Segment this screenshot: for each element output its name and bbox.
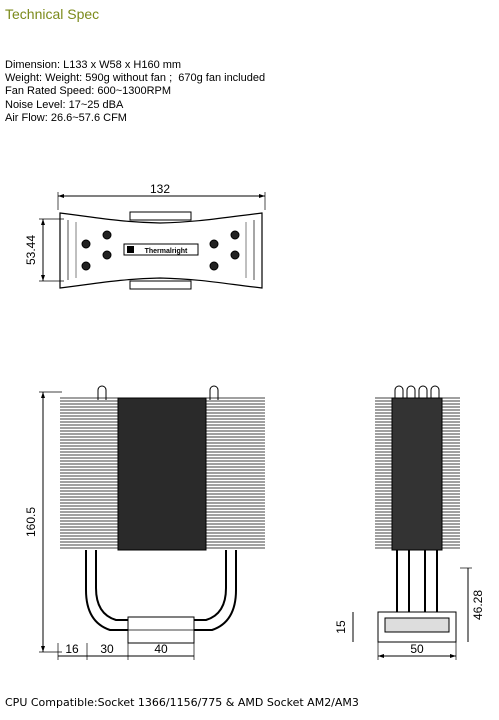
heatpipe-cap — [81, 261, 91, 271]
side-dim-46-28: 46.28 — [471, 590, 485, 620]
logo-mark — [127, 246, 134, 253]
dim-arrow — [41, 646, 45, 652]
heatpipe-cap — [209, 261, 219, 271]
heatpipe-cap — [230, 230, 240, 240]
dim-arrow — [259, 194, 265, 198]
side-view — [352, 385, 472, 660]
front-height-label: 160.5 — [24, 507, 38, 537]
heatpipe-leg — [85, 550, 128, 631]
dim-arrow — [450, 654, 456, 658]
heatpipe-top — [430, 385, 440, 398]
top-height-label: 53.44 — [24, 235, 38, 265]
cpu-compatibility: CPU Compatible:Socket 1366/1156/775 & AM… — [5, 696, 359, 709]
brand-logo: Thermalright — [145, 248, 188, 255]
front-view — [39, 385, 265, 660]
dim-arrow — [378, 654, 384, 658]
side-dim-15: 15 — [334, 620, 348, 634]
bottom-clip — [129, 280, 192, 290]
heatpipe-top — [97, 385, 107, 400]
heatpipe-cap — [209, 239, 219, 249]
top-body — [59, 212, 263, 289]
heatpipe-top — [394, 385, 404, 398]
spec-list: Dimension: L133 x W58 x H160 mm Weight: … — [5, 59, 265, 125]
heatpipe-leg — [194, 550, 237, 631]
front-dim-30: 30 — [100, 642, 114, 656]
top-view — [39, 192, 266, 290]
heatpipe-cap — [81, 239, 91, 249]
dim-arrow — [41, 219, 45, 225]
page-title: Technical Spec — [5, 6, 100, 22]
logo-plate — [123, 243, 199, 256]
spec-weight: Weight: Weight: 590g without fan ; 670g … — [5, 72, 266, 85]
fin-core — [117, 397, 207, 551]
heatpipe-top — [209, 385, 219, 400]
top-clip — [129, 211, 192, 221]
top-width-label: 132 — [150, 182, 170, 196]
side-dim-50: 50 — [410, 642, 424, 656]
dim-arrow — [58, 194, 64, 198]
heatpipe-cap — [102, 230, 112, 240]
technical-drawing: 132 53.44 Thermalright 160.5 16 30 40 — [24, 182, 485, 660]
heatpipe-top — [406, 385, 416, 398]
heatpipe-leg — [194, 550, 227, 621]
spec-fan-speed: Fan Rated Speed: 600~1300RPM — [5, 85, 172, 98]
heatpipe-leg — [95, 550, 128, 621]
heatpipe-top — [418, 385, 428, 398]
dim-arrow — [41, 392, 45, 398]
front-dim-40: 40 — [154, 642, 168, 656]
heatpipe-cap — [230, 250, 240, 260]
spec-noise-level: Noise Level: 17~25 dBA — [5, 98, 124, 111]
heatpipe-cap — [102, 250, 112, 260]
dim-arrow — [41, 275, 45, 281]
fin-core — [391, 397, 443, 551]
base-plate — [384, 617, 450, 633]
spec-dimension: Dimension: L133 x W58 x H160 mm — [5, 59, 182, 71]
front-dim-16: 16 — [65, 642, 79, 656]
spec-air-flow: Air Flow: 26.6~57.6 CFM — [5, 111, 127, 124]
